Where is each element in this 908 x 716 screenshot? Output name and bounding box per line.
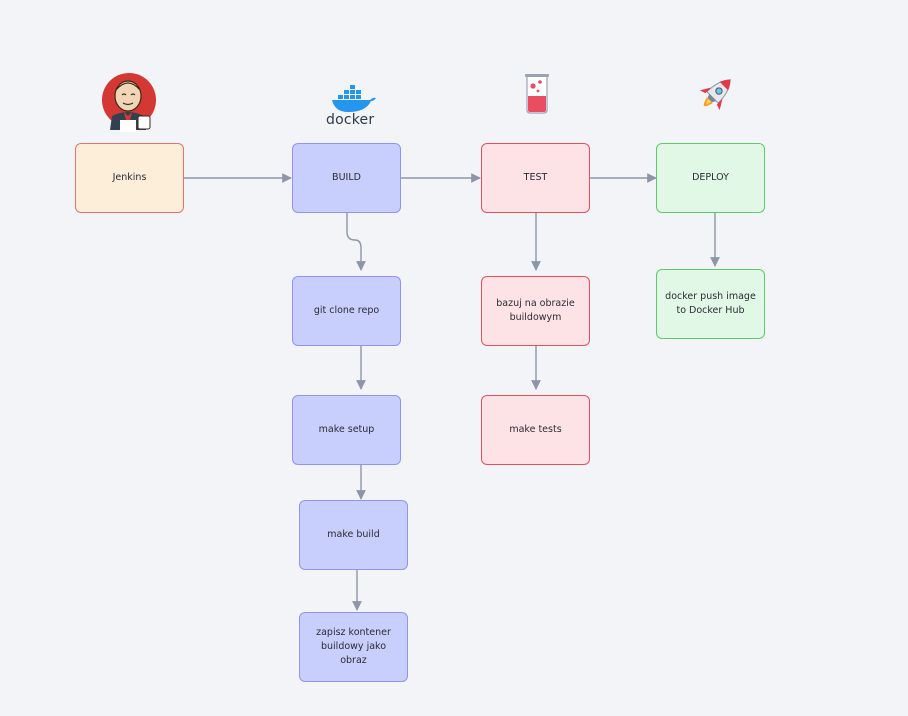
node-test[interactable]: TEST [481, 143, 590, 213]
node-docker-push[interactable]: docker push image to Docker Hub [656, 269, 765, 339]
node-base-on-image[interactable]: bazuj na obrazie buildowym [481, 276, 590, 346]
rocket-icon [699, 79, 731, 111]
beaker-icon [525, 74, 549, 114]
node-make-build[interactable]: make build [299, 500, 408, 570]
docker-wordmark: docker [326, 112, 375, 128]
node-save-container[interactable]: zapisz kontener buildowy jako obraz [299, 612, 408, 682]
jenkins-butler-icon [102, 73, 156, 132]
node-deploy[interactable]: DEPLOY [656, 143, 765, 213]
docker-whale-icon [332, 85, 376, 112]
node-make-tests[interactable]: make tests [481, 395, 590, 465]
node-build[interactable]: BUILD [292, 143, 401, 213]
node-git-clone[interactable]: git clone repo [292, 276, 401, 346]
node-jenkins[interactable]: Jenkins [75, 143, 184, 213]
edge-build-gitclone [346, 213, 366, 271]
node-make-setup[interactable]: make setup [292, 395, 401, 465]
